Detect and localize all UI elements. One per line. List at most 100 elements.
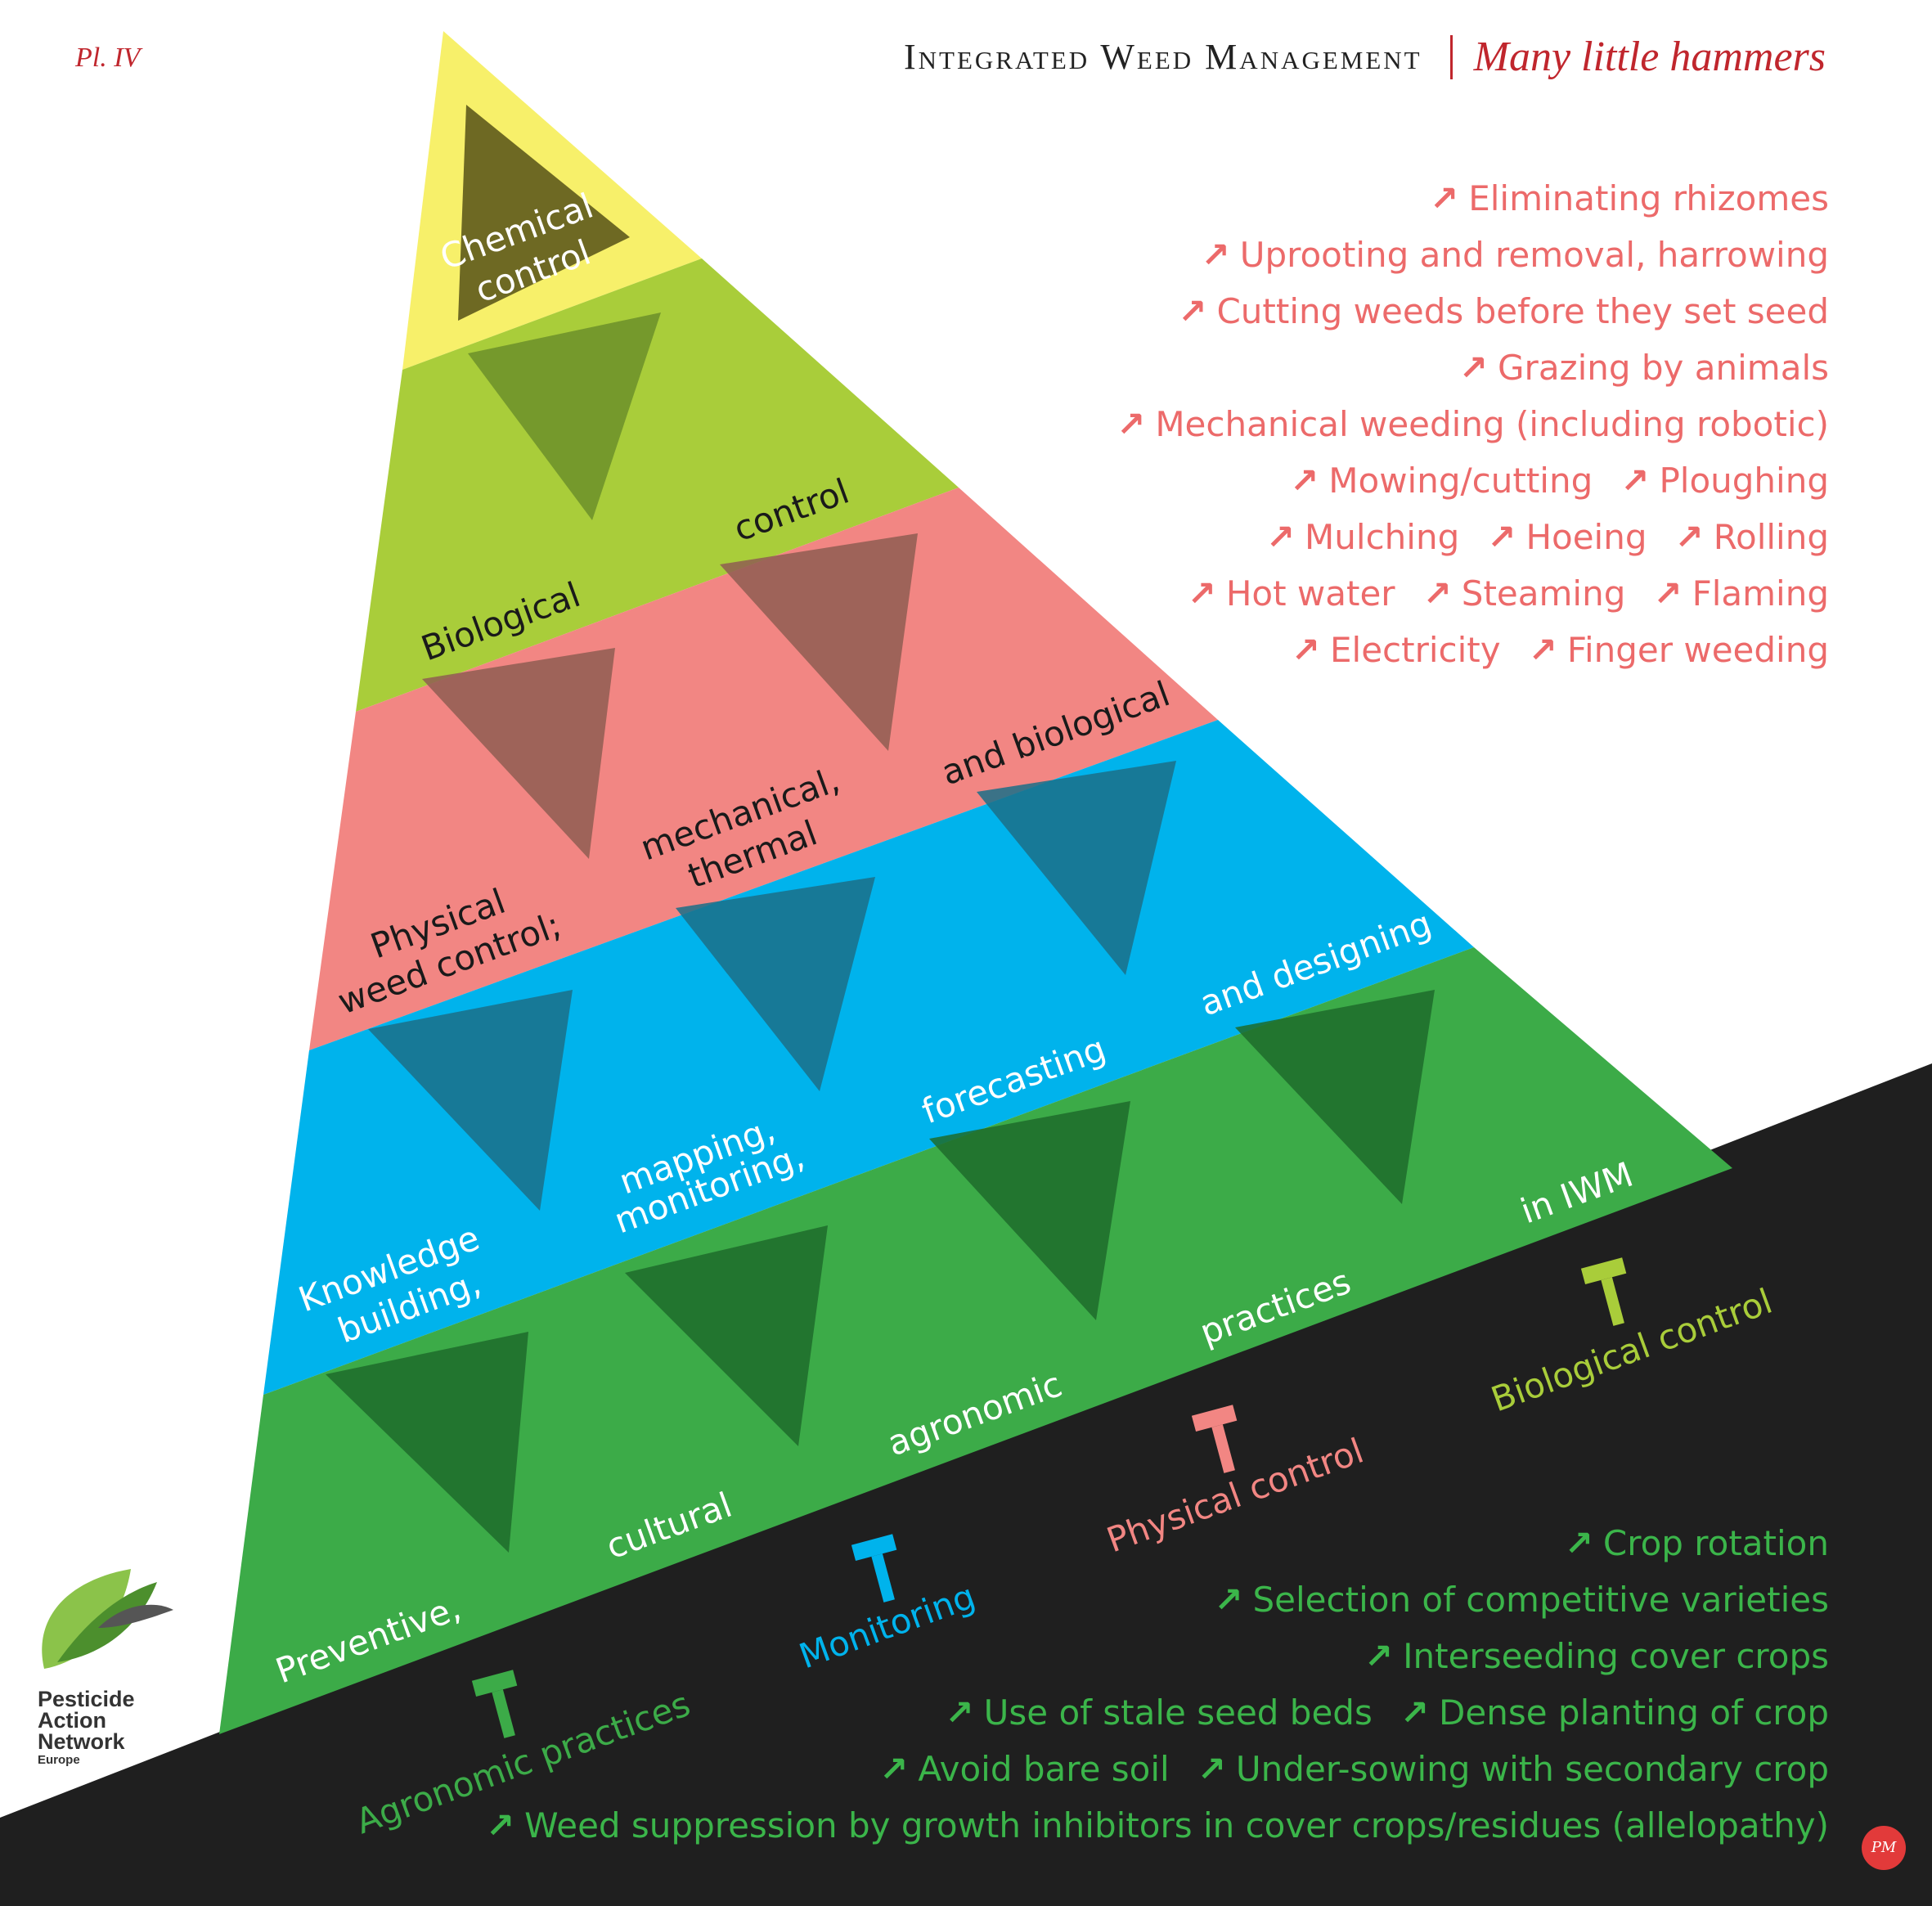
physical-item: ↗Flaming — [1653, 573, 1829, 614]
hammer-biological-icon — [1580, 1257, 1627, 1326]
agronomic-item-label: Use of stale seed beds — [983, 1692, 1373, 1733]
tier-knowledge — [263, 720, 1474, 1395]
physical-item: ↗Rolling — [1675, 517, 1829, 557]
agronomic-practices-list: ↗Crop rotation↗Selection of competitive … — [486, 1515, 1829, 1854]
hammer-arrow-icon: ↗ — [1178, 291, 1207, 331]
agronomic-row: ↗Avoid bare soil↗Under-sowing with secon… — [486, 1741, 1829, 1797]
photo-field-2 — [625, 1225, 828, 1446]
agronomic-row: ↗Crop rotation — [486, 1515, 1829, 1571]
hammer-arrow-icon: ↗ — [1564, 1523, 1593, 1563]
hammer-arrow-icon: ↗ — [1117, 404, 1146, 444]
hammer-arrow-icon: ↗ — [1290, 461, 1319, 501]
agronomic-item: ↗Selection of competitive varieties — [1214, 1580, 1829, 1620]
photo-sprayer — [458, 105, 630, 321]
hammer-arrow-icon: ↗ — [1653, 573, 1683, 614]
physical-item-label: Mowing/cutting — [1328, 461, 1593, 501]
physical-row: ↗Electricity ↗Finger weeding — [1117, 622, 1829, 678]
physical-item-label: Eliminating rhizomes — [1468, 178, 1829, 218]
physical-item: ↗Mechanical weeding (including robotic) — [1117, 404, 1829, 444]
hammer-arrow-icon: ↗ — [1400, 1692, 1430, 1733]
hammer-arrow-icon: ↗ — [1187, 573, 1216, 614]
physical-item: ↗Mulching — [1266, 517, 1459, 557]
agronomic-item-label: Selection of competitive varieties — [1252, 1580, 1829, 1620]
plate-number: Pl. IV — [75, 43, 141, 73]
logo-line-2: Action — [38, 1708, 106, 1733]
physical-row: ↗Uprooting and removal, harrowing — [1117, 227, 1829, 283]
hammer-arrow-icon: ↗ — [879, 1749, 909, 1789]
photo-field-4 — [1235, 990, 1435, 1204]
logo-text: Pesticide Action Network Europe — [38, 1688, 135, 1769]
agronomic-item: ↗Crop rotation — [1565, 1523, 1829, 1563]
hammer-arrow-icon: ↗ — [1364, 1636, 1394, 1676]
physical-item-label: Grazing by animals — [1498, 348, 1829, 388]
physical-item: ↗Ploughing — [1620, 461, 1829, 501]
agronomic-row: ↗Weed suppression by growth inhibitors i… — [486, 1797, 1829, 1854]
artist-signature: PM — [1862, 1826, 1906, 1870]
hammer-arrow-icon: ↗ — [1620, 461, 1650, 501]
physical-row: ↗Mechanical weeding (including robotic) — [1117, 396, 1829, 452]
hammer-arrow-icon: ↗ — [1265, 517, 1296, 557]
physical-item: ↗Grazing by animals — [1459, 348, 1829, 388]
hammer-arrow-icon: ↗ — [1214, 1580, 1243, 1620]
photo-insect — [468, 312, 661, 520]
photo-field-3 — [929, 1101, 1130, 1320]
photo-field-1 — [326, 1332, 528, 1553]
physical-row: ↗Grazing by animals — [1117, 339, 1829, 396]
agronomic-item-label: Crop rotation — [1602, 1523, 1829, 1563]
hammer-physical-icon — [1191, 1405, 1238, 1473]
hammer-arrow-icon: ↗ — [945, 1692, 974, 1733]
physical-control-list: ↗Eliminating rhizomes↗Uprooting and remo… — [1117, 170, 1829, 678]
physical-row: ↗Mowing/cutting↗Ploughing — [1117, 452, 1829, 509]
logo-line-1: Pesticide — [38, 1687, 135, 1711]
physical-item-label: Hoeing — [1525, 517, 1647, 557]
physical-item: ↗Cutting weeds before they set seed — [1178, 291, 1829, 331]
logo-line-4: Europe — [38, 1753, 80, 1767]
physical-item-label: Finger weeding — [1566, 630, 1829, 670]
physical-row: ↗Hot water↗Steaming↗Flaming — [1117, 565, 1829, 622]
hammer-monitoring-icon — [851, 1534, 897, 1603]
agronomic-item: ↗Interseeding cover crops — [1364, 1636, 1829, 1676]
photo-phone — [977, 761, 1176, 975]
agronomic-item-label: Avoid bare soil — [918, 1749, 1170, 1789]
physical-item-label: Mulching — [1305, 517, 1460, 557]
hammer-arrow-icon: ↗ — [1201, 235, 1230, 275]
physical-item-label: Rolling — [1713, 517, 1829, 557]
agronomic-item: ↗Avoid bare soil — [879, 1749, 1170, 1789]
physical-item-label: Flaming — [1692, 573, 1829, 614]
agronomic-item-label: Interseeding cover crops — [1403, 1636, 1829, 1676]
agronomic-item-label: Under-sowing with secondary crop — [1235, 1749, 1829, 1789]
agronomic-row: ↗Use of stale seed beds↗Dense planting o… — [486, 1684, 1829, 1741]
page-title: Integrated Weed Management — [904, 37, 1422, 77]
hammer-arrow-icon: ↗ — [1458, 348, 1488, 388]
photo-screen — [368, 990, 573, 1211]
physical-row: ↗Mulching↗Hoeing↗Rolling — [1117, 509, 1829, 565]
photo-tractor-1 — [422, 648, 615, 859]
tier-physical — [309, 488, 1218, 1050]
agronomic-row: ↗Interseeding cover crops — [486, 1628, 1829, 1684]
physical-item: ↗Mowing/cutting — [1290, 461, 1593, 501]
photo-tablet — [676, 877, 875, 1091]
physical-row: ↗Eliminating rhizomes — [1117, 170, 1829, 227]
physical-item-label: Mechanical weeding (including robotic) — [1155, 404, 1829, 444]
physical-row: ↗Cutting weeds before they set seed — [1117, 283, 1829, 339]
pan-europe-logo-icon — [42, 1569, 173, 1669]
header-divider — [1449, 34, 1453, 79]
physical-item: ↗Finger weeding — [1529, 630, 1829, 670]
page-subtitle: Many little hammers — [1473, 34, 1826, 80]
agronomic-item: ↗Dense planting of crop — [1400, 1692, 1829, 1733]
agronomic-row: ↗Selection of competitive varieties — [486, 1571, 1829, 1628]
hammer-agronomic-icon — [471, 1670, 518, 1738]
physical-item: ↗Steaming — [1423, 573, 1626, 614]
physical-item-label: Ploughing — [1659, 461, 1829, 501]
physical-item: ↗Eliminating rhizomes — [1430, 178, 1829, 218]
agronomic-item-label: Weed suppression by growth inhibitors in… — [524, 1805, 1829, 1845]
physical-item-label: Uprooting and removal, harrowing — [1239, 235, 1829, 275]
hammer-arrow-icon: ↗ — [1674, 517, 1704, 557]
hammer-arrow-icon: ↗ — [485, 1805, 515, 1845]
hammer-arrow-icon: ↗ — [1487, 517, 1516, 557]
physical-item-label: Steaming — [1461, 573, 1626, 614]
hammer-arrow-icon: ↗ — [1197, 1749, 1226, 1789]
physical-item-label: Electricity — [1330, 630, 1501, 670]
hammer-arrow-icon: ↗ — [1291, 630, 1320, 670]
